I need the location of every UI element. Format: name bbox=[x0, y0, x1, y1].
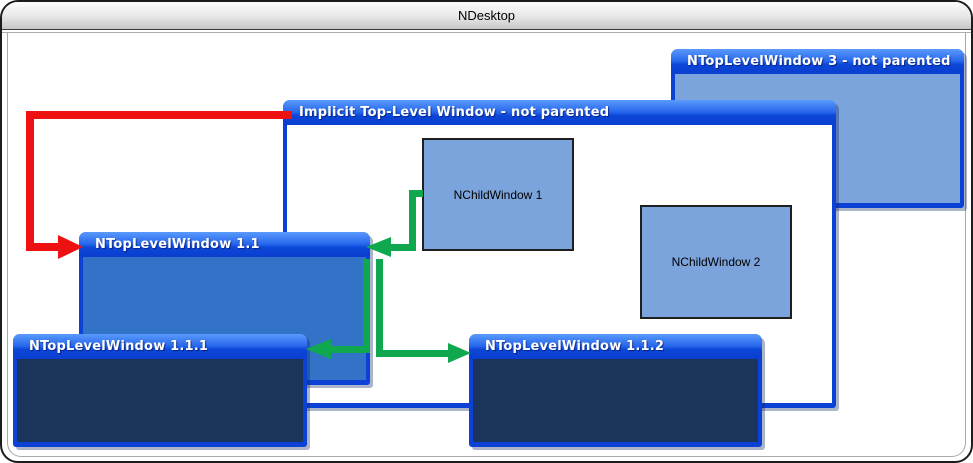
window-nchildwindow-1[interactable]: NChildWindow 1 bbox=[422, 138, 574, 251]
window-ntoplevelwindow-1-1-titlebar[interactable]: NTopLevelWindow 1.1 bbox=[79, 232, 370, 257]
window-ntoplevelwindow-3-title: NTopLevelWindow 3 - not parented bbox=[687, 54, 951, 69]
ndesktop-title: NDesktop bbox=[457, 8, 516, 23]
window-nchildwindow-2-label: NChildWindow 2 bbox=[671, 255, 761, 269]
window-ntoplevelwindow-1-1-1-title: NTopLevelWindow 1.1.1 bbox=[29, 339, 209, 354]
window-ntoplevelwindow-1-1-1[interactable]: NTopLevelWindow 1.1.1 bbox=[13, 334, 307, 447]
window-ntoplevelwindow-1-1-2-client bbox=[473, 359, 758, 442]
ndesktop-titlebar: NDesktop bbox=[2, 2, 971, 30]
ndesktop-client-area bbox=[7, 32, 966, 457]
window-ntoplevelwindow-1-1-2-title: NTopLevelWindow 1.1.2 bbox=[485, 339, 665, 354]
window-implicit-top-level-titlebar[interactable]: Implicit Top-Level Window - not parented bbox=[283, 100, 836, 125]
window-nchildwindow-1-label: NChildWindow 1 bbox=[453, 187, 543, 202]
window-ntoplevelwindow-1-1-2[interactable]: NTopLevelWindow 1.1.2 bbox=[469, 334, 762, 447]
window-ntoplevelwindow-1-1-1-titlebar[interactable]: NTopLevelWindow 1.1.1 bbox=[13, 334, 307, 359]
window-ntoplevelwindow-1-1-2-titlebar[interactable]: NTopLevelWindow 1.1.2 bbox=[469, 334, 762, 359]
window-nchildwindow-2[interactable]: NChildWindow 2 bbox=[640, 205, 792, 319]
window-ntoplevelwindow-1-1-title: NTopLevelWindow 1.1 bbox=[95, 237, 260, 252]
window-ntoplevelwindow-3-titlebar[interactable]: NTopLevelWindow 3 - not parented bbox=[671, 49, 964, 74]
window-implicit-top-level-title: Implicit Top-Level Window - not parented bbox=[299, 105, 610, 120]
window-ntoplevelwindow-1-1[interactable]: NTopLevelWindow 1.1 bbox=[79, 232, 370, 385]
window-ntoplevelwindow-1-1-1-client bbox=[17, 359, 303, 442]
